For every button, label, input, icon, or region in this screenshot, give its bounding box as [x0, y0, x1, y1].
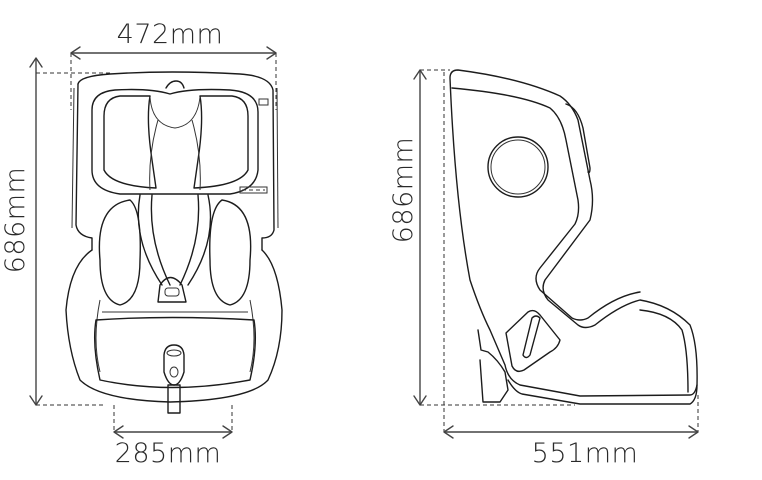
width-label: 472mm	[117, 19, 224, 50]
base-width-label: 285mm	[115, 438, 222, 469]
height-dimension-side: 686mm	[388, 69, 575, 406]
side-view: 686mm 551mm	[388, 69, 699, 469]
height-dimension-front: 686mm	[0, 57, 110, 406]
front-height-label: 686mm	[0, 167, 31, 274]
base-width-dimension: 285mm	[113, 405, 233, 469]
width-dimension: 472mm	[70, 19, 277, 110]
car-seat-front-drawing	[65, 71, 283, 414]
depth-dimension: 551mm	[443, 72, 699, 469]
front-view: 472mm 686mm 285mm	[0, 19, 283, 469]
depth-label: 551mm	[532, 438, 639, 469]
side-height-label: 686mm	[388, 137, 419, 244]
car-seat-side-drawing	[449, 69, 698, 405]
